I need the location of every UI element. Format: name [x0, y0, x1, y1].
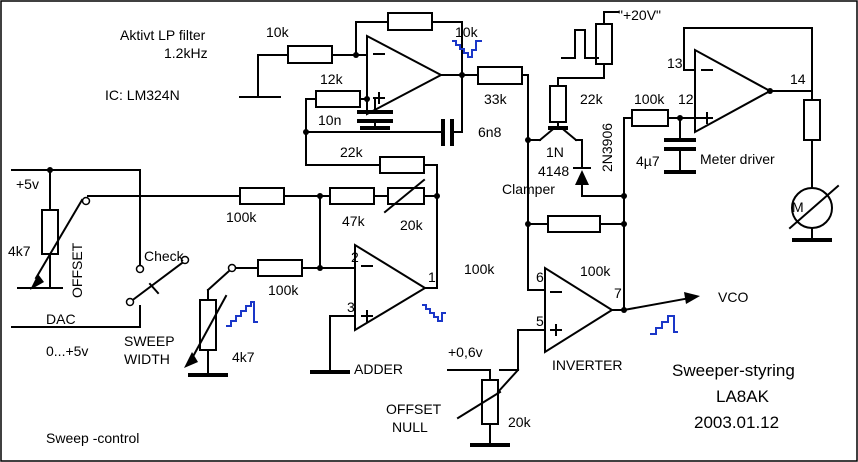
offset-section [11, 167, 190, 328]
filter-opamp [366, 34, 444, 116]
label-clamper: Clamper [502, 181, 555, 197]
adder-opamp [354, 243, 427, 332]
label-pos5: +5v [16, 176, 39, 192]
meter-driver [623, 27, 840, 242]
filter-note-2: 1.2kHz [164, 45, 208, 61]
label-width: WIDTH [124, 351, 170, 367]
label-pot-20k: 20k [400, 217, 424, 233]
label-pos06: +0,6v [448, 344, 483, 360]
label-pot-offset: 4k7 [8, 243, 31, 259]
label-r-22k-fb: 22k [340, 144, 364, 160]
label-r-22k-top: 22k [580, 91, 604, 107]
filter-waveform [452, 40, 482, 58]
pin-inv-out: 7 [614, 285, 622, 301]
label-r-100k-inv: 100k [580, 263, 611, 279]
label-r-33k: 33k [484, 91, 508, 107]
pin-adder-noninv: 3 [347, 299, 355, 315]
label-c-10n: 10n [318, 112, 341, 128]
label-r-filter-in: 10k [266, 24, 290, 40]
lp-filter [239, 12, 529, 166]
pin-inv-inv: 6 [536, 269, 544, 285]
pin-adder-out: 1 [428, 269, 436, 285]
title-line-3: 2003.01.12 [694, 413, 779, 432]
pin-md-inv: 13 [667, 55, 683, 71]
adder [310, 195, 446, 374]
clamper [525, 11, 625, 289]
label-r-filter-fb: 10k [455, 24, 479, 40]
label-meter: M [792, 199, 804, 215]
sweep-waveform [226, 301, 258, 327]
label-pos20: "+20V" [618, 7, 661, 23]
label-r-100k-mid: 100k [464, 261, 495, 277]
label-check: Check [144, 248, 185, 264]
inverter [447, 117, 700, 447]
label-offset: OFFSET [69, 242, 85, 298]
label-r-100k-sweep: 100k [268, 282, 299, 298]
label-pot-null: 20k [508, 414, 532, 430]
title-line-1: Sweeper-styring [672, 361, 795, 380]
label-r-100k-in: 100k [226, 209, 257, 225]
label-diode-1: 1N [546, 144, 564, 160]
label-r-12k: 12k [320, 71, 344, 87]
pin-md-noninv: 12 [678, 91, 694, 107]
label-diode-2: 4148 [538, 163, 569, 179]
sweep-width [184, 263, 258, 377]
label-dac: DAC [46, 311, 76, 327]
title-line-2: LA8AK [716, 387, 770, 406]
label-range: 0...+5v [46, 343, 88, 359]
adder-waveform [422, 304, 446, 322]
label-c-4u7: 4µ7 [636, 153, 660, 169]
inverter-opamp [544, 266, 614, 354]
label-inverter: INVERTER [552, 357, 623, 373]
label-r-100k-meter: 100k [634, 91, 665, 107]
label-meter-driver: Meter driver [700, 151, 775, 167]
label-vco: VCO [718, 289, 748, 305]
label-pot-sweep: 4k7 [232, 349, 255, 365]
label-transistor: 2N3906 [599, 123, 615, 172]
label-adder: ADDER [354, 361, 403, 377]
label-sweep: SWEEP [124, 333, 175, 349]
label-r-47k: 47k [342, 213, 366, 229]
meter-opamp [694, 48, 773, 134]
inverter-waveform [650, 315, 678, 335]
pin-adder-inv: 2 [351, 249, 359, 265]
caption: Sweep -control [46, 430, 139, 446]
label-null-1: OFFSET [386, 401, 442, 417]
ic-note: IC: LM324N [105, 87, 180, 103]
label-c-6n8: 6n8 [478, 124, 502, 140]
label-null-2: NULL [392, 419, 428, 435]
pin-inv-noninv: 5 [536, 313, 544, 329]
pin-md-out: 14 [790, 71, 806, 87]
filter-note-1: Aktivt LP filter [120, 27, 206, 43]
